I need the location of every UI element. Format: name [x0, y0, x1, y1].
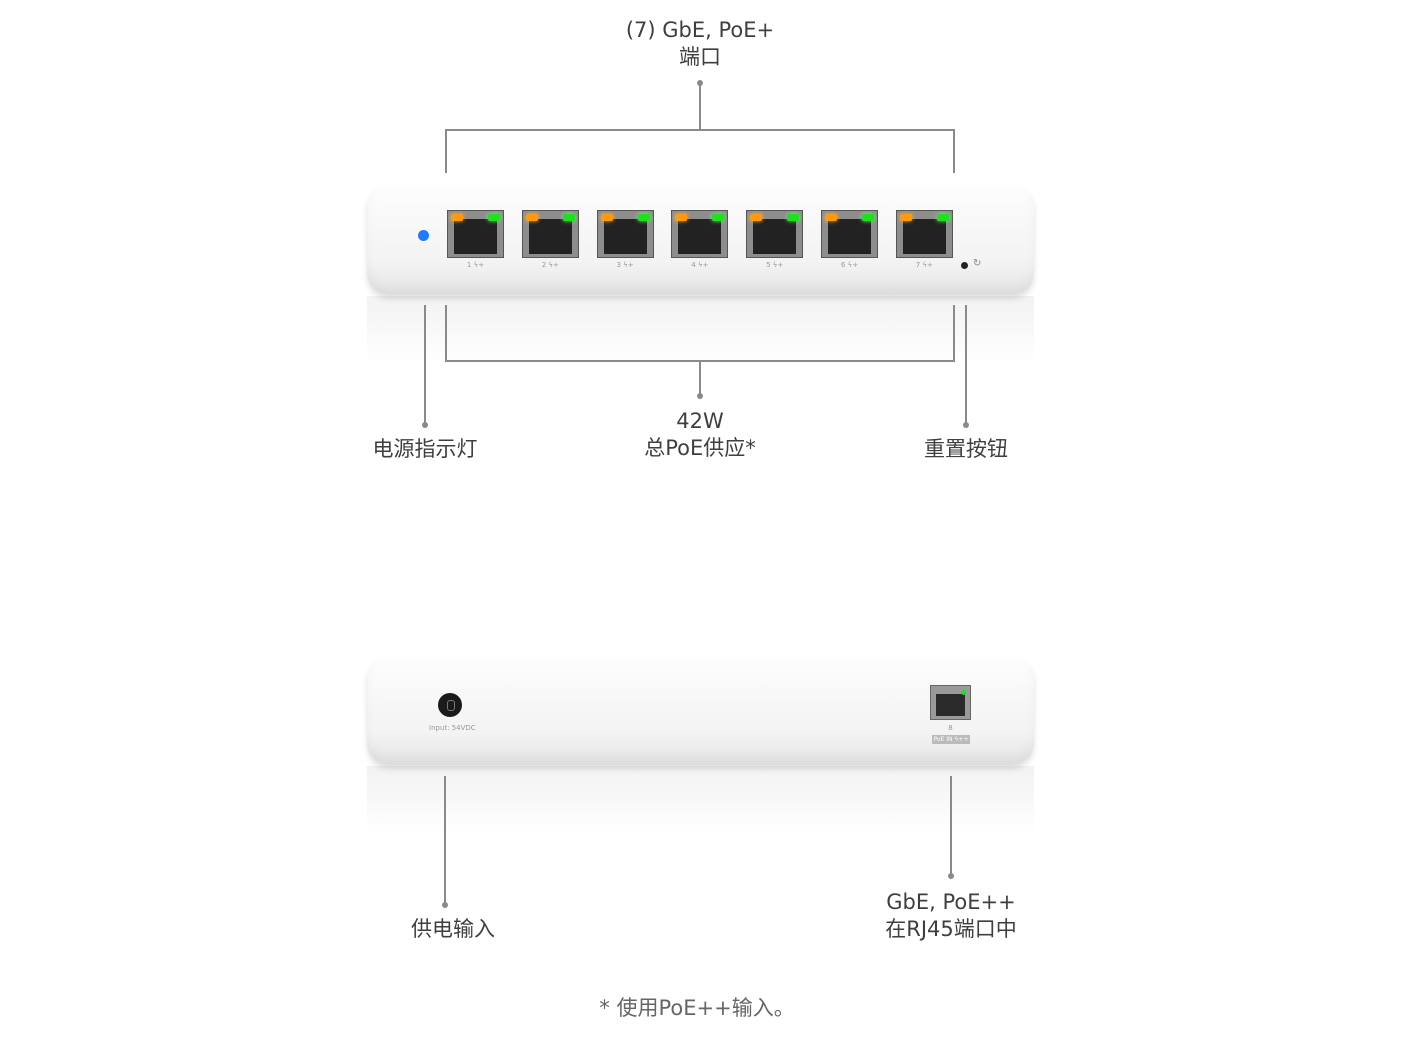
callout-line — [445, 129, 447, 173]
port-number-label: 8 — [948, 724, 953, 732]
poe-budget-line1: 42W — [676, 409, 724, 433]
reset-button[interactable] — [961, 262, 968, 269]
poe-in-label: PoE IN ϟ++ — [932, 735, 970, 744]
callout-line — [699, 360, 701, 396]
callout-line — [445, 305, 447, 362]
footnote: * 使用PoE++输入。 — [599, 996, 795, 1020]
port-label: 5 ϟ+ — [766, 261, 784, 269]
rj45-port — [821, 210, 878, 258]
link-led-icon — [936, 214, 949, 221]
ports-callout-line2: 端口 — [679, 45, 721, 69]
link-led-icon — [862, 214, 874, 221]
rj45-port — [596, 210, 654, 258]
uplink-callout: GbE, PoE++ 在RJ45端口中 — [885, 889, 1017, 943]
callout-line — [953, 129, 955, 173]
callout-line — [444, 776, 446, 905]
rj45-port — [746, 210, 804, 258]
rj45-port-8 — [930, 685, 971, 720]
callout-line — [699, 83, 701, 130]
callout-dot — [442, 902, 448, 908]
uplink-line1: GbE, PoE++ — [886, 890, 1016, 914]
reset-icon: ↻ — [973, 258, 982, 269]
switch-front-panel: 1 ϟ+ 2 ϟ+ 3 ϟ+ 4 ϟ+ 5 ϟ+ 6 ϟ+ 7 ϟ+ ↻ — [367, 185, 1034, 295]
ports-callout: (7) GbE, PoE+ 端口 — [626, 17, 774, 71]
ports-callout-line1: (7) GbE, PoE+ — [625, 18, 775, 42]
rj45-port — [671, 210, 729, 258]
dc-power-jack — [438, 693, 462, 717]
activity-led-icon — [750, 214, 763, 221]
callout-line — [424, 305, 426, 425]
callout-line — [965, 305, 967, 425]
poe-budget-callout: 42W 总PoE供应* — [644, 408, 756, 462]
activity-led-icon — [825, 214, 837, 221]
callout-dot — [697, 393, 703, 399]
dc-input-label: Input: 54VDC — [429, 724, 476, 732]
power-input-callout: 供电输入 — [411, 917, 495, 941]
device-reflection — [367, 766, 1034, 836]
callout-line — [953, 305, 955, 362]
link-led-icon — [637, 214, 650, 221]
rj45-port — [521, 210, 579, 258]
activity-led-icon — [675, 214, 688, 221]
activity-led-icon — [525, 214, 538, 221]
reset-callout: 重置按钮 — [924, 437, 1008, 461]
rj45-port — [447, 210, 504, 258]
power-led-icon — [418, 230, 429, 241]
callout-dot — [422, 422, 428, 428]
port-label: 6 ϟ+ — [840, 261, 859, 269]
port-label: 2 ϟ+ — [541, 261, 559, 269]
rj45-port — [895, 210, 953, 258]
callout-dot — [963, 422, 969, 428]
callout-line — [950, 776, 952, 876]
uplink-line2: 在RJ45端口中 — [885, 917, 1017, 941]
port-label: 7 ϟ+ — [915, 261, 933, 269]
link-led-icon — [961, 690, 966, 695]
poe-budget-line2: 总PoE供应* — [644, 436, 756, 460]
link-led-icon — [488, 214, 500, 221]
switch-rear-panel: Input: 54VDC 8 PoE IN ϟ++ — [367, 657, 1034, 765]
link-led-icon — [712, 214, 725, 221]
link-led-icon — [562, 214, 575, 221]
callout-dot — [948, 873, 954, 879]
activity-led-icon — [600, 214, 613, 221]
port-label: 3 ϟ+ — [616, 261, 634, 269]
activity-led-icon — [451, 214, 463, 221]
callout-bracket — [445, 129, 955, 131]
device-reflection — [367, 296, 1034, 366]
port-label: 4 ϟ+ — [691, 261, 709, 269]
activity-led-icon — [899, 214, 912, 221]
power-led-callout: 电源指示灯 — [372, 437, 478, 461]
link-led-icon — [787, 214, 800, 221]
port-label: 1 ϟ+ — [466, 261, 485, 269]
